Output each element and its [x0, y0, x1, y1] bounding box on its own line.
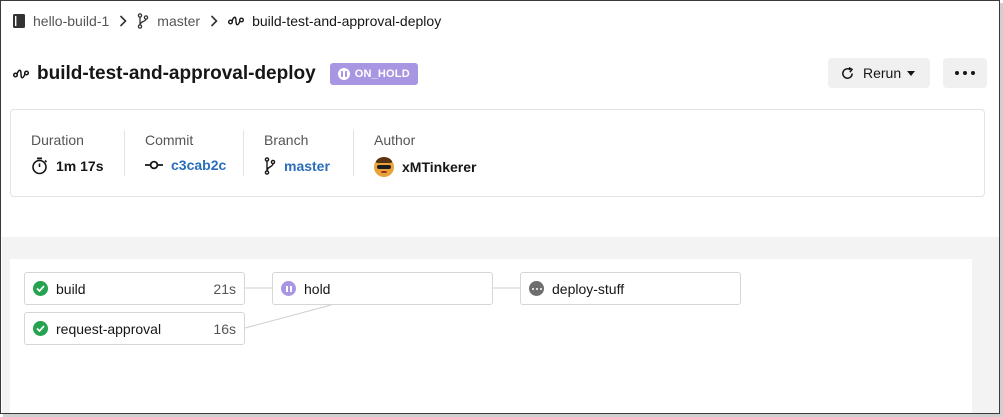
divider: [353, 130, 354, 176]
job-name: deploy-stuff: [552, 280, 625, 297]
more-dot: [955, 71, 959, 75]
rerun-label: Rerun: [863, 65, 902, 81]
caret-down-icon: [907, 70, 916, 76]
job-duration: 21s: [213, 280, 236, 297]
job-name: request-approval: [56, 320, 162, 337]
job-hold[interactable]: hold: [272, 272, 493, 305]
pause-icon: [337, 68, 350, 80]
window-shadow: [1000, 3, 1003, 417]
branch-link[interactable]: master: [284, 158, 330, 174]
breadcrumb-branch[interactable]: master: [137, 13, 200, 29]
breadcrumb-project[interactable]: hello-build-1: [13, 13, 109, 29]
avatar: [374, 157, 394, 177]
duration-label: Duration: [31, 132, 84, 148]
breadcrumb-workflow[interactable]: build-test-and-approval-deploy: [228, 13, 441, 29]
branch-label: Branch: [264, 132, 309, 148]
job-name: hold: [304, 280, 331, 297]
breadcrumb-workflow-label: build-test-and-approval-deploy: [252, 13, 442, 29]
author-name: xMTinkerer: [402, 159, 477, 175]
branch-value-row: master: [264, 157, 330, 175]
job-request-approval[interactable]: request-approval 16s: [24, 312, 245, 345]
book-icon: [13, 14, 33, 28]
duration-value: 1m 17s: [56, 158, 104, 174]
commit-link[interactable]: c3cab2c: [171, 157, 227, 173]
more-dot: [963, 71, 967, 75]
more-dot: [971, 71, 975, 75]
workflow-icon: [13, 68, 29, 80]
job-build[interactable]: build 21s: [24, 272, 245, 305]
commit-value-row: c3cab2c: [145, 157, 226, 173]
status-badge-label: ON_HOLD: [354, 68, 410, 80]
more-circle-icon: [529, 281, 544, 296]
job-deploy-stuff[interactable]: deploy-stuff: [520, 272, 741, 305]
workflow-info-card: Duration 1m 17s Commit c3cab2c Branch: [10, 109, 985, 197]
breadcrumb-project-label: hello-build-1: [33, 13, 110, 29]
check-circle-icon: [33, 321, 48, 336]
check-circle-icon: [33, 281, 48, 296]
commit-label: Commit: [145, 132, 194, 148]
stopwatch-icon: [31, 157, 56, 175]
breadcrumb: hello-build-1 master build-test-and-appr…: [13, 11, 441, 31]
duration-value-row: 1m 17s: [31, 157, 103, 175]
rerun-button[interactable]: Rerun: [828, 58, 930, 88]
author-value-row: xMTinkerer: [374, 157, 476, 177]
header-actions: Rerun: [828, 58, 987, 88]
job-duration: 16s: [213, 320, 236, 337]
branch-icon: [137, 13, 157, 29]
refresh-icon: [840, 66, 855, 81]
divider: [243, 130, 244, 176]
breadcrumb-branch-label: master: [157, 13, 201, 29]
job-name: build: [56, 280, 86, 297]
chevron-right-icon: [119, 15, 127, 27]
window-shadow: [3, 414, 1003, 417]
more-options-button[interactable]: [943, 58, 987, 88]
chevron-right-icon: [210, 15, 218, 27]
commit-icon: [145, 160, 171, 170]
branch-icon: [264, 157, 284, 175]
pause-circle-icon: [281, 281, 296, 296]
divider: [124, 130, 125, 176]
title-row: build-test-and-approval-deploy ON_HOLD R…: [13, 58, 987, 88]
page-title: build-test-and-approval-deploy: [37, 63, 316, 84]
status-badge: ON_HOLD: [329, 63, 418, 85]
workflow-icon: [228, 15, 252, 27]
author-label: Author: [374, 132, 416, 148]
